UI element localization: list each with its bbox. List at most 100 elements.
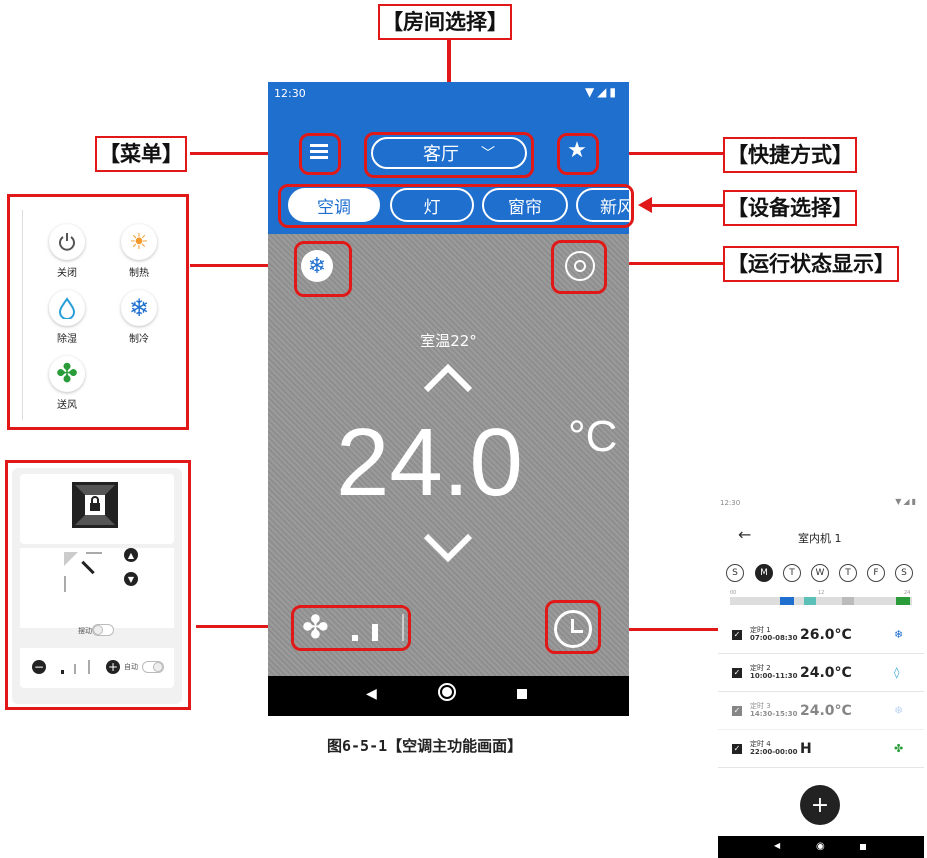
- row-time: 14:30-15:30: [750, 710, 798, 718]
- swing-toggle[interactable]: [92, 624, 114, 636]
- tab-fresh-air[interactable]: 新风: [576, 188, 629, 222]
- row-name: 定时 3: [750, 702, 771, 710]
- row-value: 24.0°C: [800, 665, 852, 681]
- arrow-timer: [624, 628, 718, 631]
- snowflake-icon: ❄: [894, 704, 904, 717]
- swing-label: 摆动: [78, 627, 92, 635]
- menu-button[interactable]: [306, 138, 332, 164]
- lock-button[interactable]: [72, 482, 118, 528]
- fan-level-2: [74, 664, 76, 674]
- schedule-back-arrow-icon[interactable]: ←: [738, 525, 752, 544]
- day-sat[interactable]: S: [895, 564, 913, 582]
- temperature-unit: °C: [568, 412, 618, 461]
- temp-up-button[interactable]: [418, 360, 478, 396]
- callout-shortcut: 【快捷方式】: [723, 137, 857, 173]
- room-dropdown[interactable]: 客厅 ﹀: [371, 137, 527, 169]
- callout-device-select: 【设备选择】: [723, 190, 857, 226]
- mode-fan[interactable]: ✤ 送风: [37, 356, 97, 411]
- snowflake-icon: ❄: [894, 628, 904, 641]
- recents-nav-icon[interactable]: [860, 844, 866, 850]
- sun-status-icon: [565, 251, 595, 281]
- row-time: 07:00-08:30: [750, 634, 798, 642]
- checkbox-icon[interactable]: ✓: [732, 744, 742, 754]
- highlight-fan-panel: [5, 460, 191, 710]
- row-value: 26.0°C: [800, 627, 852, 643]
- droplet-icon: [49, 290, 85, 326]
- tab-light[interactable]: 灯: [390, 188, 474, 222]
- swing-direction-icon: [62, 550, 112, 594]
- schedule-status-icons: ▼◢▮: [895, 497, 918, 506]
- timer-clock-icon[interactable]: [554, 610, 592, 648]
- row-name: 定时 4: [750, 740, 771, 748]
- tab-aircon[interactable]: 空调: [288, 188, 380, 222]
- arrow-fan-panel: [196, 625, 282, 628]
- fan-speed-plus-button[interactable]: +: [106, 660, 120, 674]
- sun-icon: ☀: [121, 224, 157, 260]
- auto-toggle[interactable]: [142, 661, 164, 673]
- highlight-run-status: [551, 240, 607, 294]
- snowflake-icon[interactable]: ❄: [301, 250, 333, 282]
- schedule-title: 室内机 1: [798, 532, 842, 545]
- back-nav-icon[interactable]: ◀: [774, 841, 781, 850]
- mode-dehumidify[interactable]: 除湿: [37, 290, 97, 345]
- mode-cool-label: 制冷: [129, 334, 149, 345]
- day-wed[interactable]: W: [811, 564, 829, 582]
- star-icon: ★: [567, 138, 587, 163]
- auto-label: 自动: [124, 663, 138, 671]
- day-mon[interactable]: M: [755, 564, 773, 582]
- swing-down-button[interactable]: ▼: [124, 572, 138, 586]
- highlight-room: [364, 132, 534, 178]
- highlight-menu: [299, 133, 341, 175]
- schedule-nav-bar: ◀ ◉: [718, 836, 924, 858]
- day-tue[interactable]: T: [783, 564, 801, 582]
- day-thu[interactable]: T: [839, 564, 857, 582]
- timeline-label-24: 24: [904, 590, 911, 596]
- row-value: H: [800, 741, 812, 757]
- back-nav-icon[interactable]: ◀: [366, 686, 377, 702]
- day-sun[interactable]: S: [726, 564, 744, 582]
- home-nav-icon[interactable]: [438, 683, 456, 701]
- checkbox-icon[interactable]: ✓: [732, 630, 742, 640]
- timeline-label-0: 00: [730, 590, 737, 596]
- schedule-timeline: [730, 597, 912, 605]
- figure-caption: 图6-5-1【空调主功能画面】: [327, 737, 523, 755]
- timeline-label-12: 12: [818, 590, 825, 596]
- checkbox-icon[interactable]: ✓: [732, 668, 742, 678]
- room-temperature: 室温22°: [420, 332, 477, 350]
- callout-status: 【运行状态显示】: [723, 246, 899, 282]
- day-fri[interactable]: F: [867, 564, 885, 582]
- row-value: 24.0°C: [800, 703, 852, 719]
- fan-speed-indicator[interactable]: ✤: [298, 608, 408, 646]
- highlight-mode-panel: [7, 194, 189, 430]
- fan-swing-panel: ▲ ▼ 摆动 − + 自动: [12, 468, 182, 704]
- arrow-mode-panel: [190, 264, 280, 267]
- highlight-shortcut: [557, 133, 599, 175]
- swing-up-button[interactable]: ▲: [124, 548, 138, 562]
- schedule-status-time: 12:30: [720, 499, 741, 507]
- add-schedule-button[interactable]: +: [800, 785, 840, 825]
- recents-nav-icon[interactable]: [517, 689, 527, 699]
- arrow-shortcut: [615, 152, 723, 155]
- mode-fan-label: 送风: [57, 400, 77, 411]
- fan-icon: ✤: [894, 742, 904, 755]
- mode-cool[interactable]: ❄ 制冷: [109, 290, 169, 345]
- tab-curtain[interactable]: 窗帘: [482, 188, 568, 222]
- arrow-menu: [190, 152, 290, 155]
- droplet-icon: ◊: [894, 666, 900, 679]
- arrow-room: [447, 40, 451, 112]
- mode-off-label: 关闭: [57, 268, 77, 279]
- mode-dehumidify-label: 除湿: [57, 334, 77, 345]
- fan-speed-minus-button[interactable]: −: [32, 660, 46, 674]
- home-nav-icon[interactable]: ◉: [816, 841, 825, 852]
- mode-heat[interactable]: ☀ 制热: [109, 224, 169, 280]
- mode-select-panel: 关闭 ☀ 制热 除湿 ❄ 制冷 ✤ 送风: [22, 210, 182, 420]
- mode-off[interactable]: 关闭: [37, 224, 97, 279]
- checkbox-icon[interactable]: ✓: [732, 706, 742, 716]
- shortcut-star-button[interactable]: ★: [564, 138, 590, 164]
- temp-down-button[interactable]: [418, 530, 478, 566]
- mode-heat-label: 制热: [129, 268, 149, 279]
